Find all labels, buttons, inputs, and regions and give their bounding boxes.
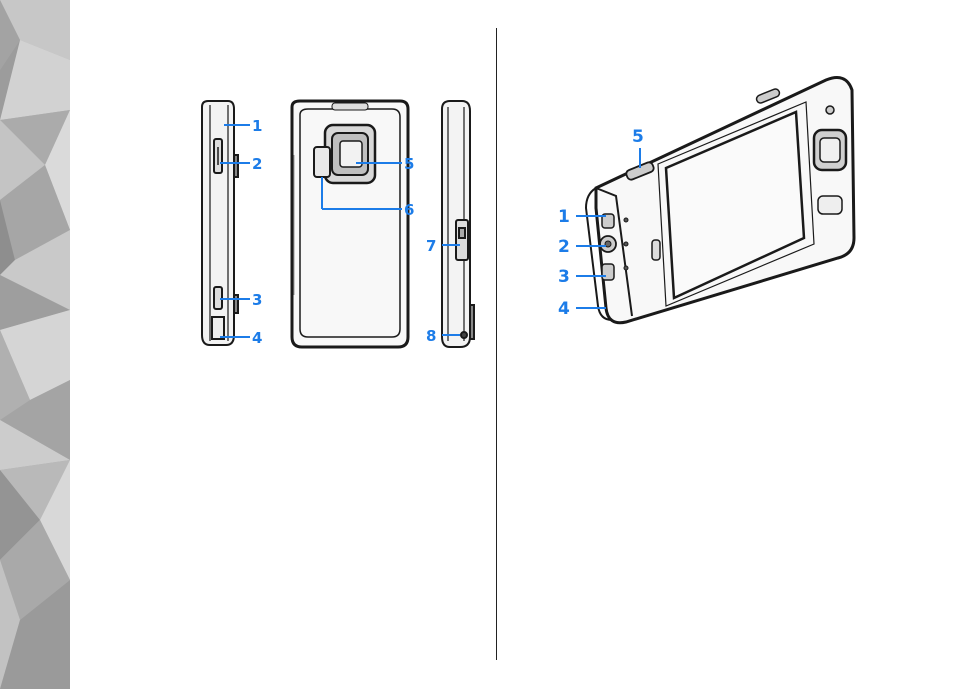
callout-3: 3 [252,291,262,309]
sidebar-pattern [0,0,70,689]
callout-r4: 4 [558,299,570,319]
callout-r1: 1 [558,207,570,227]
callout-6: 6 [404,201,414,219]
device-three-views-figure: 1 2 3 4 5 6 7 8 [180,95,500,360]
callout-7: 7 [426,237,436,255]
device-perspective-view [586,78,854,323]
device-perspective-figure: 5 1 2 3 4 [556,68,876,328]
callout-1: 1 [252,117,262,135]
device-back-view [292,101,408,347]
column-divider [496,28,497,660]
manual-page: 1 2 3 4 5 6 7 8 [70,0,954,689]
callout-8: 8 [426,327,436,345]
device-side-view-right [442,101,474,347]
callout-4: 4 [252,329,262,347]
callout-r5: 5 [632,127,644,147]
device-side-view-left [202,101,238,345]
callout-2: 2 [252,155,262,173]
callout-5: 5 [404,155,414,173]
decorative-sidebar [0,0,70,689]
callout-r2: 2 [558,237,570,257]
callout-r3: 3 [558,267,570,287]
